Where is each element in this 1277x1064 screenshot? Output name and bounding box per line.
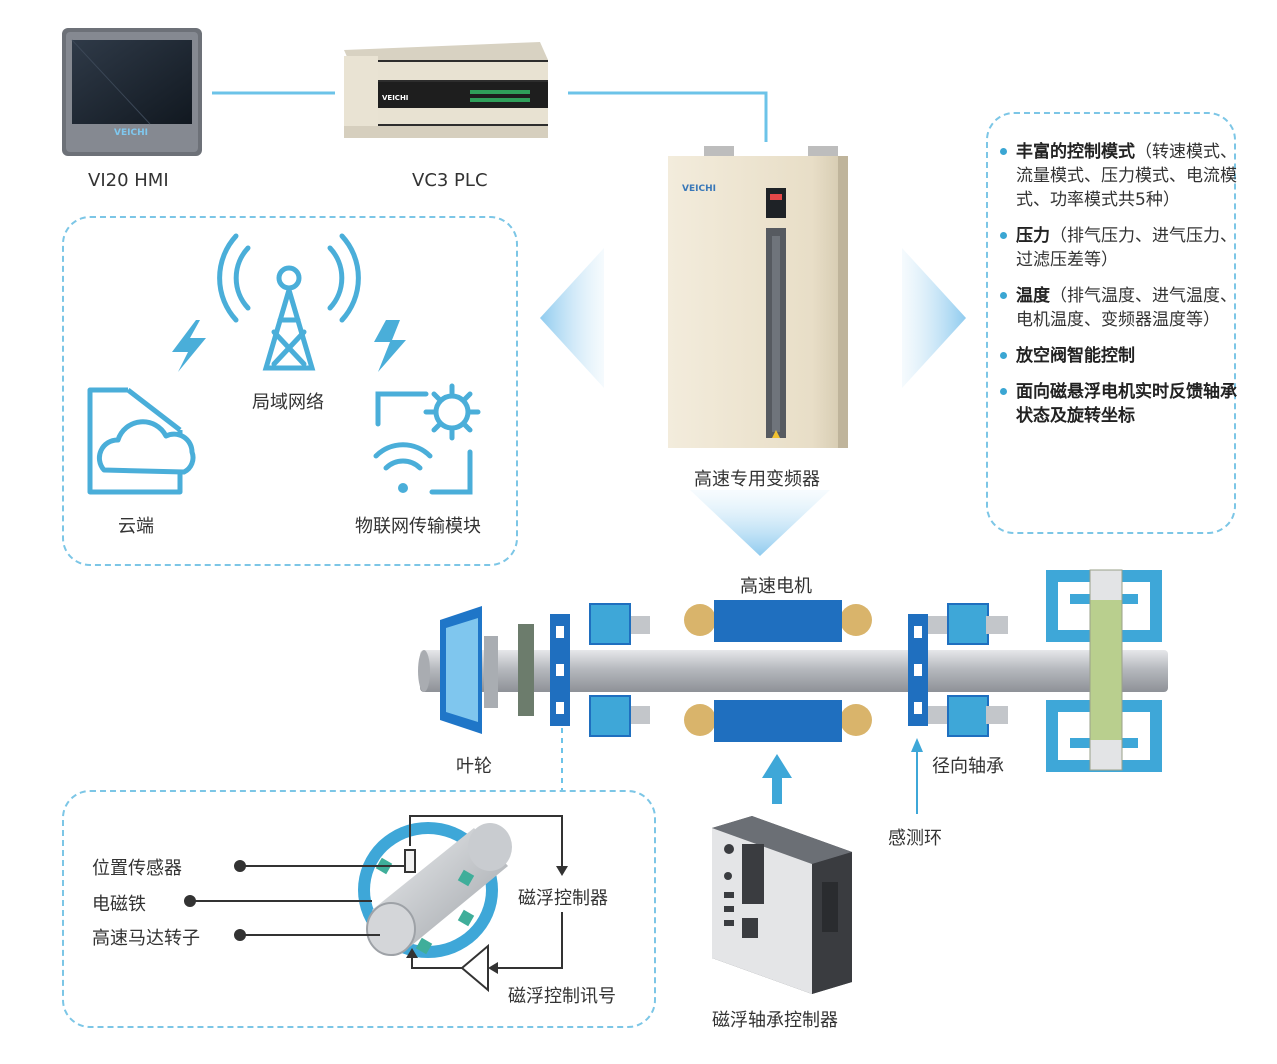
feature-panel bbox=[986, 112, 1236, 534]
arrow-up-icon bbox=[762, 754, 792, 804]
inverter-label: 高速专用变频器 bbox=[694, 469, 820, 490]
feature-item: 丰富的控制模式（转速模式、流量模式、压力模式、电流模式、功率模式共5种） bbox=[1000, 140, 1240, 212]
antenna-tower-icon bbox=[217, 233, 361, 371]
feature-list: 丰富的控制模式（转速模式、流量模式、压力模式、电流模式、功率模式共5种） 压力（… bbox=[1000, 140, 1240, 440]
hmi-brand: VEICHI bbox=[114, 128, 148, 138]
plc-device bbox=[344, 42, 548, 138]
rotor-detail bbox=[358, 822, 512, 958]
motor-label: 高速电机 bbox=[740, 576, 812, 597]
chevron-right-icon bbox=[902, 248, 966, 388]
feedback-loop bbox=[406, 815, 568, 993]
feature-item: 面向磁悬浮电机实时反馈轴承状态及旋转坐标 bbox=[1000, 380, 1240, 428]
electromagnet-label: 电磁铁 bbox=[92, 894, 146, 915]
iot-label: 物联网传输模块 bbox=[355, 516, 481, 537]
network-panel bbox=[62, 216, 518, 566]
chevron-down-icon bbox=[690, 490, 830, 556]
cloud-label: 云端 bbox=[118, 516, 154, 537]
bearing-controller-label: 磁浮轴承控制器 bbox=[712, 1010, 838, 1031]
maglev-controller-label: 磁浮控制器 bbox=[518, 888, 608, 909]
lightning-icon bbox=[374, 320, 406, 372]
sensing-ring-label: 感测环 bbox=[888, 828, 942, 849]
maglev-detail-panel bbox=[62, 790, 656, 1028]
rotor-label: 高速马达转子 bbox=[92, 928, 200, 949]
feature-item: 放空阀智能控制 bbox=[1000, 344, 1240, 368]
motor-shaft-assembly bbox=[418, 569, 1168, 772]
feature-item: 温度（排气温度、进气温度、电机温度、变频器温度等） bbox=[1000, 284, 1240, 332]
arrow-up-icon bbox=[911, 738, 923, 814]
maglev-signal-label: 磁浮控制讯号 bbox=[508, 986, 616, 1007]
pointer-lines bbox=[184, 860, 404, 941]
network-lines bbox=[212, 91, 768, 142]
hmi-label: VI20 HMI bbox=[88, 170, 169, 191]
inverter-brand: VEICHI bbox=[682, 184, 716, 194]
cloud-icon bbox=[87, 387, 196, 495]
lightning-icon bbox=[172, 320, 206, 372]
controller-box bbox=[712, 816, 852, 994]
chevron-left-icon bbox=[540, 248, 604, 388]
plc-label: VC3 PLC bbox=[412, 170, 488, 191]
iot-module-icon bbox=[373, 383, 481, 495]
lan-label: 局域网络 bbox=[252, 392, 324, 413]
hmi-device bbox=[62, 28, 202, 156]
inverter-device bbox=[668, 146, 848, 448]
plc-brand: VEICHI bbox=[382, 94, 409, 102]
impeller-label: 叶轮 bbox=[456, 756, 492, 777]
feature-item: 压力（排气压力、进气压力、过滤压差等） bbox=[1000, 224, 1240, 272]
position-sensor-label: 位置传感器 bbox=[92, 858, 182, 879]
radial-bearing-label: 径向轴承 bbox=[932, 756, 1004, 777]
